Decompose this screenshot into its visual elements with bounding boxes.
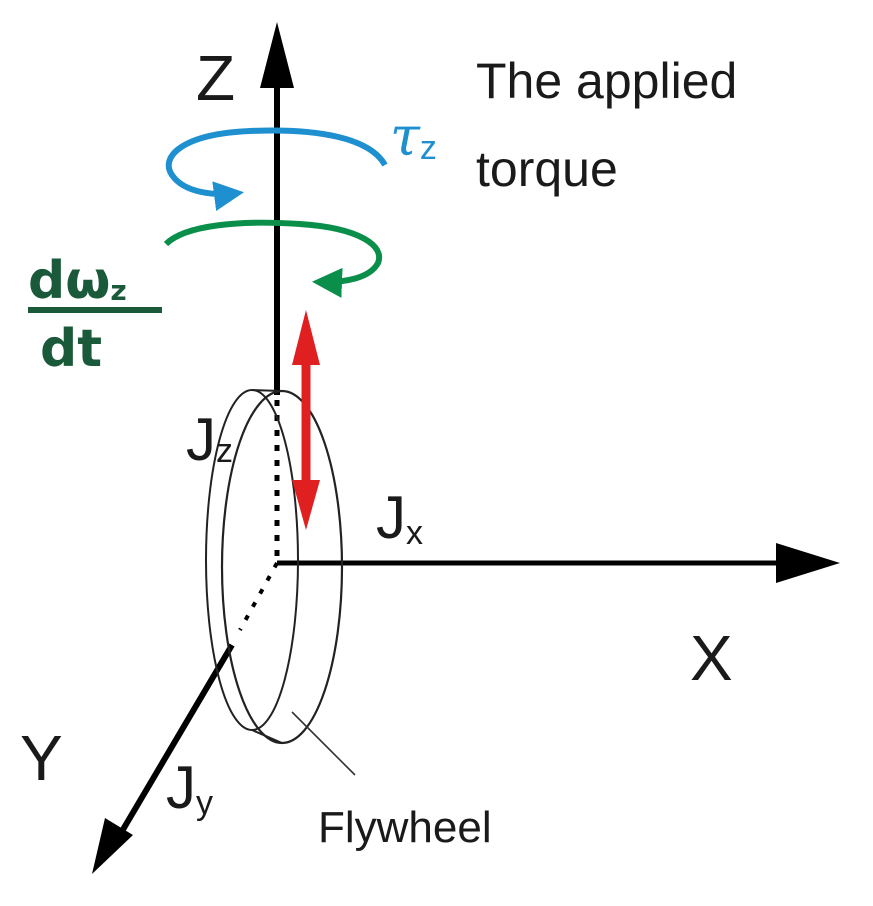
angular-acceleration-fraction: dωz dt (28, 251, 162, 379)
y-axis (92, 562, 279, 874)
x-axis-label: X (690, 622, 733, 694)
displacement-arrow (292, 310, 320, 530)
jz-label: Jz (186, 406, 233, 473)
x-axis (277, 543, 840, 583)
y-axis-arrowhead (92, 818, 133, 874)
x-axis-arrowhead (776, 543, 840, 583)
y-axis-hidden-segment (238, 562, 279, 631)
jx-label: Jx (376, 484, 423, 552)
torque-symbol: τz (390, 105, 437, 168)
fraction-numerator: dωz (28, 251, 127, 311)
jy-label: Jy (166, 754, 213, 822)
z-axis (260, 22, 294, 560)
flywheel-leader-line (291, 711, 356, 776)
flywheel-label: Flywheel (318, 803, 492, 852)
y-axis-label: Y (20, 722, 63, 794)
flywheel-disk (205, 389, 356, 776)
z-axis-arrowhead (260, 22, 294, 88)
torque-caption-line1: The applied (476, 53, 737, 109)
z-axis-label: Z (196, 42, 235, 114)
acceleration-rotation-arrow (163, 219, 383, 298)
torque-caption-line2: torque (476, 141, 618, 197)
fraction-denominator: dt (40, 319, 102, 379)
torque-rotation-arrow (165, 127, 388, 211)
